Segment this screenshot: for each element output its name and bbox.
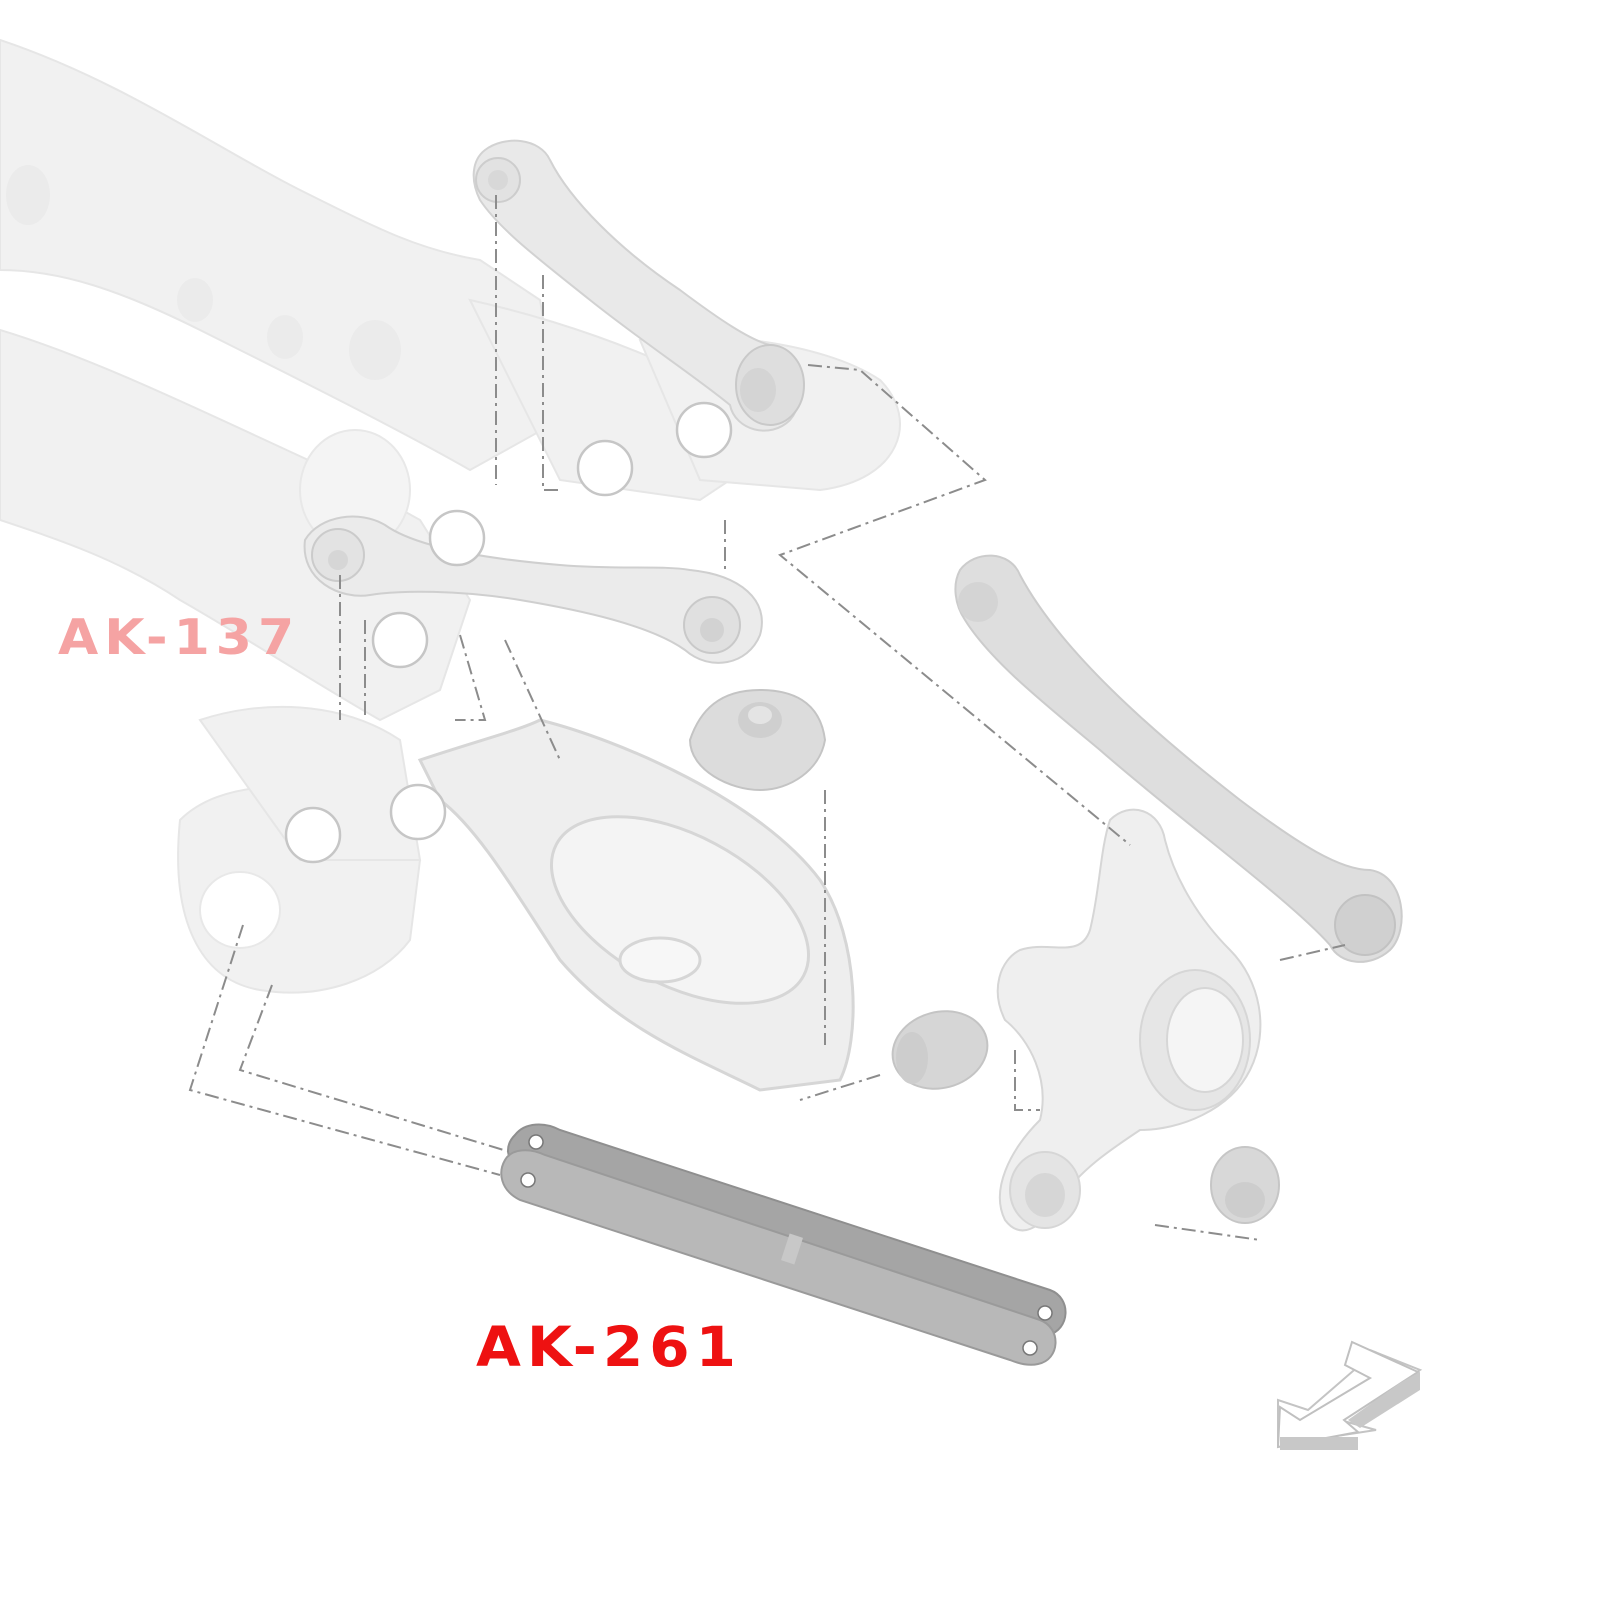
part-label-ak261: AK-261: [476, 1314, 742, 1380]
leader-lines: [188, 195, 1346, 1241]
part-label-ak137: AK-137: [58, 609, 301, 667]
lower-link: [500, 1123, 1067, 1366]
direction-arrow-icon: [1276, 1340, 1423, 1450]
bushing-1: [891, 1010, 989, 1090]
spring-pad: [688, 688, 827, 792]
upper-control-arm: [472, 139, 805, 432]
toe-arm: [954, 554, 1403, 963]
lower-spring-arm: [417, 718, 855, 1092]
reference-circles: [284, 401, 733, 864]
bushing-2: [1210, 1146, 1280, 1224]
knuckle: [996, 808, 1262, 1232]
